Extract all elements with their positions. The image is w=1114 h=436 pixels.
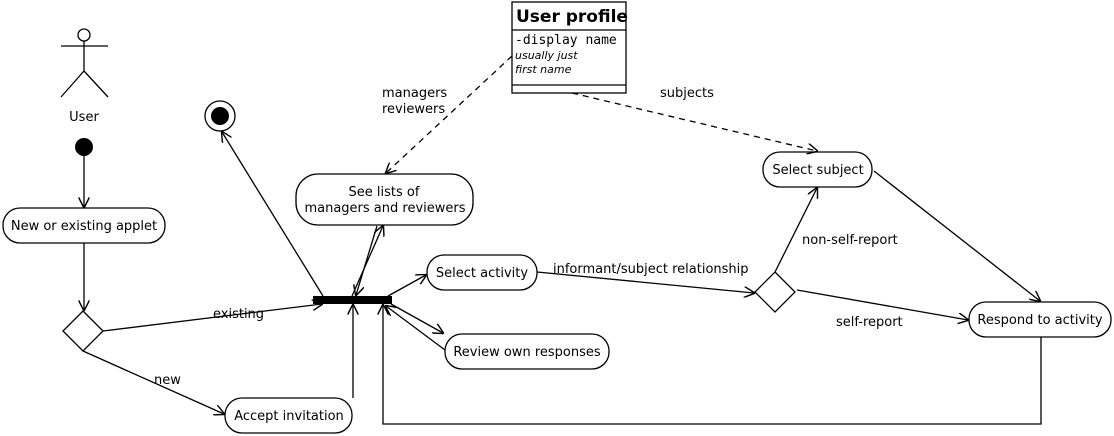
review-own-responses-node bbox=[444, 333, 610, 370]
edge-respond-loop-to-fork bbox=[383, 305, 1042, 425]
user-actor-icon bbox=[60, 28, 109, 98]
edge-existing-to-fork bbox=[102, 304, 322, 332]
label-self-report: self-report bbox=[836, 315, 903, 330]
see-lists-label-1: See lists of bbox=[349, 185, 420, 200]
label-reviewers: reviewers bbox=[382, 102, 445, 117]
fork-bar bbox=[313, 296, 392, 304]
edge-subject-to-respond bbox=[873, 170, 1040, 301]
new-or-existing-applet-label: New or existing applet bbox=[11, 219, 157, 234]
review-own-responses-label: Review own responses bbox=[453, 345, 601, 360]
edge-review-to-fork bbox=[386, 306, 446, 351]
edge-fork-to-review bbox=[390, 303, 443, 333]
initial-node bbox=[75, 138, 93, 156]
decision-applet-diamond bbox=[62, 310, 104, 352]
class-note-line2: first name bbox=[515, 63, 572, 76]
label-non-self-report: non-self-report bbox=[802, 233, 898, 248]
class-note-line1: usually just bbox=[515, 49, 578, 62]
select-activity-label: Select activity bbox=[436, 266, 528, 281]
user-profile-class-box bbox=[511, 1, 627, 94]
edge-fork-to-final bbox=[222, 132, 324, 297]
see-lists-label-2: managers and reviewers bbox=[304, 201, 465, 216]
label-informant-subject: informant/subject relationship bbox=[553, 262, 749, 277]
label-managers: managers bbox=[382, 86, 447, 101]
edge-decision-to-subject bbox=[774, 188, 817, 273]
actor-label: User bbox=[69, 110, 99, 125]
class-attribute: -display name bbox=[515, 33, 617, 48]
edge-activity-to-decision bbox=[536, 271, 754, 293]
label-new: new bbox=[154, 373, 181, 388]
accept-invitation-label: Accept invitation bbox=[234, 409, 344, 424]
respond-to-activity-label: Respond to activity bbox=[977, 313, 1102, 328]
edge-profile-to-see-lists bbox=[386, 55, 513, 173]
edge-see-lists-to-fork bbox=[356, 225, 378, 295]
edge-fork-to-select-activity bbox=[387, 275, 426, 297]
decision-report-diamond bbox=[754, 271, 796, 313]
edge-profile-to-subject bbox=[571, 92, 817, 151]
select-subject-label: Select subject bbox=[772, 163, 863, 178]
label-subjects: subjects bbox=[660, 86, 714, 101]
final-node bbox=[204, 100, 236, 132]
edge-decision-to-respond bbox=[796, 289, 968, 320]
label-existing: existing bbox=[213, 307, 264, 322]
edge-fork-to-see-lists bbox=[351, 226, 383, 297]
edge-new-to-accept bbox=[82, 350, 224, 414]
edges bbox=[82, 55, 1042, 425]
class-title: User profile bbox=[516, 7, 628, 27]
